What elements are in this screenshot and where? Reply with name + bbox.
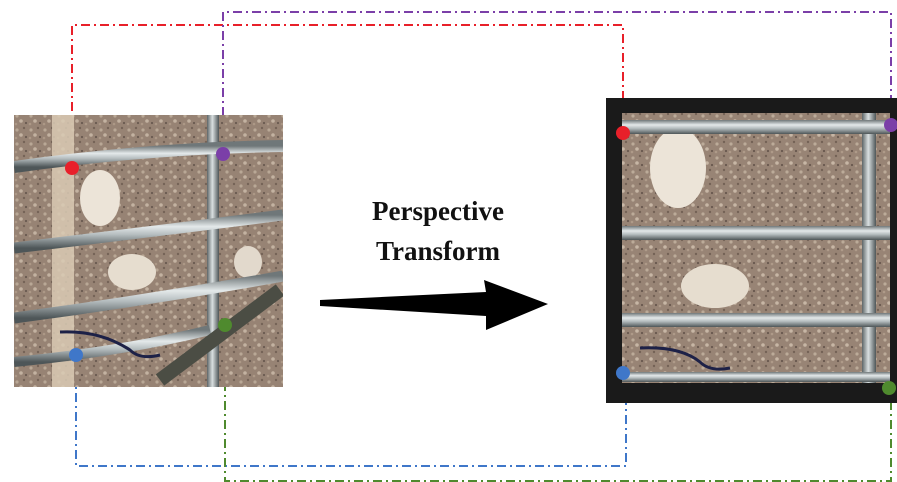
caption-line-2: Transform [376,236,500,266]
green-connector-line [224,325,892,482]
target-point-purple [884,118,897,132]
red-connector-line [71,24,624,168]
blue-connector-line [75,355,627,467]
output-image [622,113,890,383]
source-point-red [65,161,79,175]
source-point-purple [216,147,230,161]
source-point-blue [69,348,83,362]
source-point-green [218,318,232,332]
source-image [14,115,283,387]
transform-arrow-icon [320,280,548,330]
target-point-blue [616,366,630,380]
target-point-green [882,381,896,395]
caption-line-1: Perspective [372,196,504,226]
purple-connector-line [222,11,892,154]
target-point-red [616,126,630,140]
